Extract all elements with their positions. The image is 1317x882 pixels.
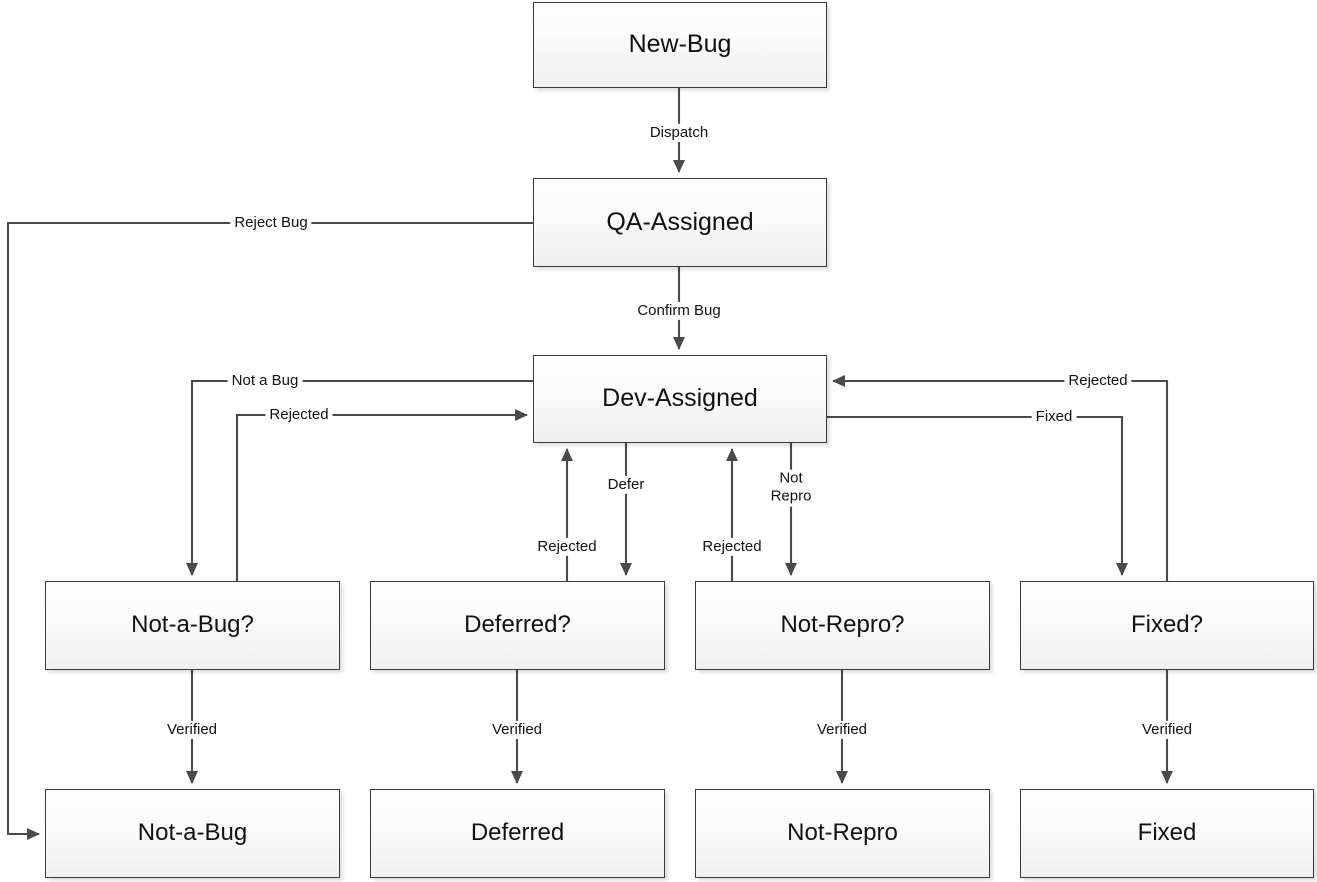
edge-label-confirm-bug: Confirm Bug: [633, 301, 725, 321]
node-label: Fixed?: [1130, 611, 1204, 639]
node-label: Deferred?: [464, 611, 571, 639]
node-label: New-Bug: [628, 30, 732, 59]
node-label: Not-a-Bug?: [131, 611, 254, 639]
node-label: Fixed: [1137, 819, 1197, 847]
node-fixed[interactable]: Fixed: [1020, 789, 1314, 878]
edge-label-rejected-deferred: Rejected: [533, 537, 601, 557]
node-label: Dev-Assigned: [602, 384, 758, 413]
node-label: Not-a-Bug: [137, 819, 248, 847]
edge-label-reject-bug: Reject Bug: [230, 213, 312, 233]
node-not-a-bug[interactable]: Not-a-Bug: [45, 789, 340, 878]
edge-label-verified-deferred: Verified: [487, 720, 547, 740]
edge-label-fixed: Fixed: [1031, 407, 1077, 427]
node-qa-assigned[interactable]: QA-Assigned: [533, 178, 827, 267]
edge-label-not-a-bug: Not a Bug: [227, 371, 303, 391]
node-label: Not-Repro?: [780, 611, 905, 639]
node-new-bug[interactable]: New-Bug: [533, 2, 827, 88]
edge-label-verified-not-a-bug: Verified: [162, 720, 222, 740]
edge-label-verified-not-repro: Verified: [812, 720, 872, 740]
node-not-repro[interactable]: Not-Repro: [695, 789, 990, 878]
edge-label-dispatch: Dispatch: [645, 123, 713, 143]
edge-label-rejected-fixed: Rejected: [1064, 371, 1132, 391]
edge-fixed: [827, 415, 1128, 577]
edge-label-rejected-not-repro: Rejected: [698, 537, 766, 557]
node-dev-assigned[interactable]: Dev-Assigned: [533, 355, 827, 443]
edge-label-not-repro: Not Repro: [766, 469, 816, 507]
edge-label-verified-fixed: Verified: [1137, 720, 1197, 740]
edge-label-rejected-not-a-bug: Rejected: [265, 405, 333, 425]
node-not-repro-question[interactable]: Not-Repro?: [695, 581, 990, 670]
node-deferred-question[interactable]: Deferred?: [370, 581, 665, 670]
edge-label-defer: Defer: [603, 475, 649, 495]
node-label: Not-Repro: [787, 819, 898, 847]
node-fixed-question[interactable]: Fixed?: [1020, 581, 1314, 670]
edge-reject-bug: [6, 221, 533, 840]
edge-rejected-fixed: [831, 375, 1169, 670]
node-label: Deferred: [470, 819, 565, 847]
node-deferred[interactable]: Deferred: [370, 789, 665, 878]
node-label: QA-Assigned: [606, 207, 754, 236]
node-not-a-bug-question[interactable]: Not-a-Bug?: [45, 581, 340, 670]
edge-not-a-bug: [186, 379, 533, 577]
